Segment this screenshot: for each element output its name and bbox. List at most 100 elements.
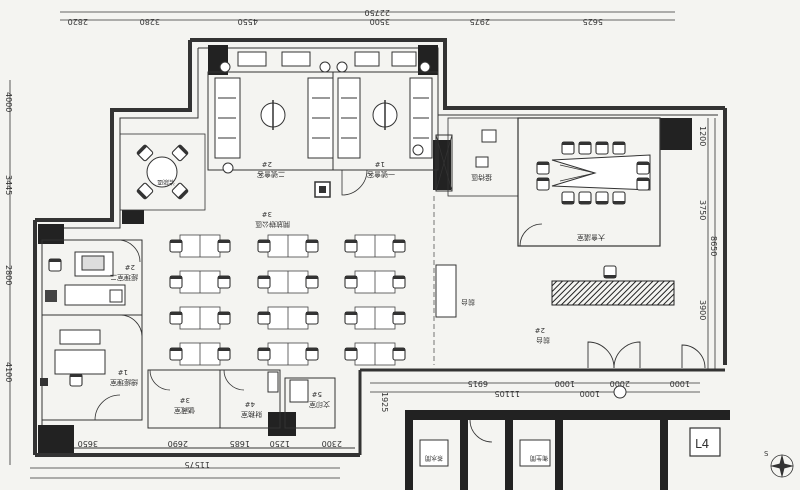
side-dim-1: 1925: [380, 392, 389, 412]
printing-en: 5#: [312, 390, 322, 398]
right-dimensions: 1200 3750 3900 8650: [698, 126, 718, 320]
conference-chair: [536, 177, 550, 191]
conference-chair: [561, 191, 575, 205]
bottom-dimensions: 3650 2690 1685 1250 2300 11575: [78, 439, 342, 469]
lift-label: L4: [695, 437, 709, 451]
finance-label: 財務室: [241, 410, 262, 419]
office-chair: [392, 239, 406, 253]
office-chair: [344, 239, 358, 253]
office-chair: [305, 275, 319, 289]
conference-chair: [578, 191, 592, 205]
office-chair: [305, 311, 319, 325]
office-chair: [169, 347, 183, 361]
open-office-label: 開放辦公區: [255, 220, 290, 229]
top-dim-6: 5625: [583, 17, 603, 26]
right-dim-3: 3900: [698, 300, 707, 320]
office-chair: [392, 347, 406, 361]
bottom-dim-1: 3650: [78, 439, 98, 448]
storage-en: 3#: [180, 396, 190, 404]
office-chair: [344, 275, 358, 289]
bottom-dim-total: 11575: [185, 460, 210, 469]
top-dimensions: 2820 3280 4550 3500 2975 5625 22750: [68, 8, 603, 26]
manager-office: 經理室二 2#: [41, 239, 143, 316]
gm-office-label: 總經理室: [110, 378, 138, 387]
workstation-clusters: [169, 234, 406, 366]
conference-chair: [595, 191, 609, 205]
office-chair: [344, 311, 358, 325]
service-core: 茶水間 衛生間 L4: [405, 385, 730, 490]
office-chair: [257, 347, 271, 361]
finance-en: 4#: [245, 400, 255, 408]
office-chair: [305, 347, 319, 361]
corridor-dim-1: 6915: [468, 379, 488, 388]
office-chair: [257, 311, 271, 325]
lobby-side-label: 前台: [461, 298, 475, 307]
lobby-en: 2#: [535, 326, 545, 334]
round-table-area: 洽談區: [119, 133, 206, 211]
office-chair: [257, 239, 271, 253]
corridor-dimensions: 6915 1000 2000 1000 11105 1000 1925: [380, 379, 690, 412]
office-chair: [169, 239, 183, 253]
left-dim-2: 3445: [4, 175, 13, 195]
corridor-dim-5: 11105: [495, 389, 520, 398]
service-shaft: [314, 134, 453, 198]
meeting-room-2-en: 2#: [262, 160, 272, 168]
conference-chair: [636, 177, 650, 191]
office-chair: [169, 311, 183, 325]
left-dimensions: 4000 3445 2800 4100: [4, 92, 13, 382]
conference-room: 大會議室: [517, 117, 661, 247]
tea-label: 茶水間: [425, 454, 443, 462]
meeting-room-2: 二號會客 2#: [207, 51, 334, 179]
office-chair: [392, 275, 406, 289]
printing-label: 文印室: [309, 400, 330, 409]
corridor-dim-2: 1000: [555, 379, 575, 388]
printing-room: 文印室 5#: [284, 377, 336, 429]
right-dim-total: 8650: [709, 236, 718, 256]
open-office-en: 3#: [262, 210, 272, 218]
conference-chair: [536, 161, 550, 175]
bottom-dim-4: 1250: [270, 439, 290, 448]
right-dim-1: 1200: [698, 126, 707, 146]
top-dim-4: 3500: [370, 17, 390, 26]
conference-chair: [636, 161, 650, 175]
top-dim-1: 2820: [68, 17, 88, 26]
office-chair: [217, 275, 231, 289]
bottom-dim-2: 2690: [168, 439, 188, 448]
top-dim-2: 3280: [140, 17, 160, 26]
bottom-dim-5: 2300: [322, 439, 342, 448]
conference-chair: [578, 141, 592, 155]
office-chair: [392, 311, 406, 325]
bottom-dim-3: 1685: [230, 439, 250, 448]
dimension-lines: [9, 11, 716, 479]
round-table-label: 洽談區: [157, 178, 175, 186]
top-dim-5: 2975: [470, 17, 490, 26]
top-dim-total: 22750: [365, 8, 390, 17]
conference-chair: [561, 141, 575, 155]
office-chair: [257, 275, 271, 289]
right-dim-2: 3750: [698, 200, 707, 220]
meeting-room-1-label: 一號會客: [367, 170, 395, 179]
office-chair: [305, 239, 319, 253]
meeting-room-1-en: 1#: [375, 160, 385, 168]
top-dim-3: 4550: [238, 17, 258, 26]
storage-label: 儲藏室: [174, 406, 195, 415]
front-desk: 前台 2#: [535, 265, 675, 345]
meeting-room-2-label: 二號會客: [257, 170, 285, 179]
office-chair: [217, 311, 231, 325]
left-dim-3: 2800: [4, 265, 13, 285]
corridor-dim-6: 1000: [580, 389, 600, 398]
office-chair: [169, 275, 183, 289]
reception-area: 接待區 前台: [433, 117, 519, 365]
office-chair: [344, 347, 358, 361]
left-dim-4: 4100: [4, 362, 13, 382]
conference-label: 大會議室: [577, 233, 605, 242]
lobby-label: 前台: [536, 336, 550, 345]
corridor-dim-3: 2000: [610, 379, 630, 388]
meeting-room-1: 一號會客 1#: [332, 51, 439, 196]
gm-office-en: 1#: [118, 368, 128, 376]
gm-office: 總經理室 1#: [40, 314, 143, 421]
reception-label: 接待區: [471, 173, 492, 182]
conference-chair: [612, 141, 626, 155]
entry-doors: [587, 341, 706, 369]
